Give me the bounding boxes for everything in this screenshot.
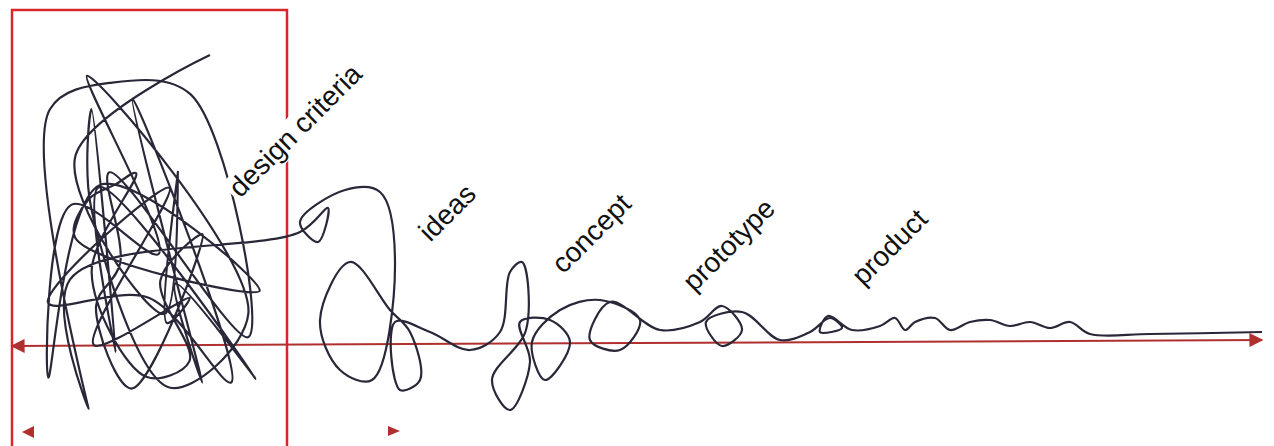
- axis-mark: [22, 426, 34, 438]
- stage-label: ideas: [411, 176, 484, 249]
- time-axis: [12, 340, 1262, 346]
- design-squiggle: [44, 55, 1262, 410]
- stage-label: design criteria: [221, 57, 370, 206]
- phase-frame: [12, 10, 287, 446]
- stage-label: prototype: [675, 191, 784, 300]
- axis-mark: [388, 426, 400, 436]
- stage-label: concept: [544, 186, 639, 281]
- stage-label: product: [844, 202, 936, 294]
